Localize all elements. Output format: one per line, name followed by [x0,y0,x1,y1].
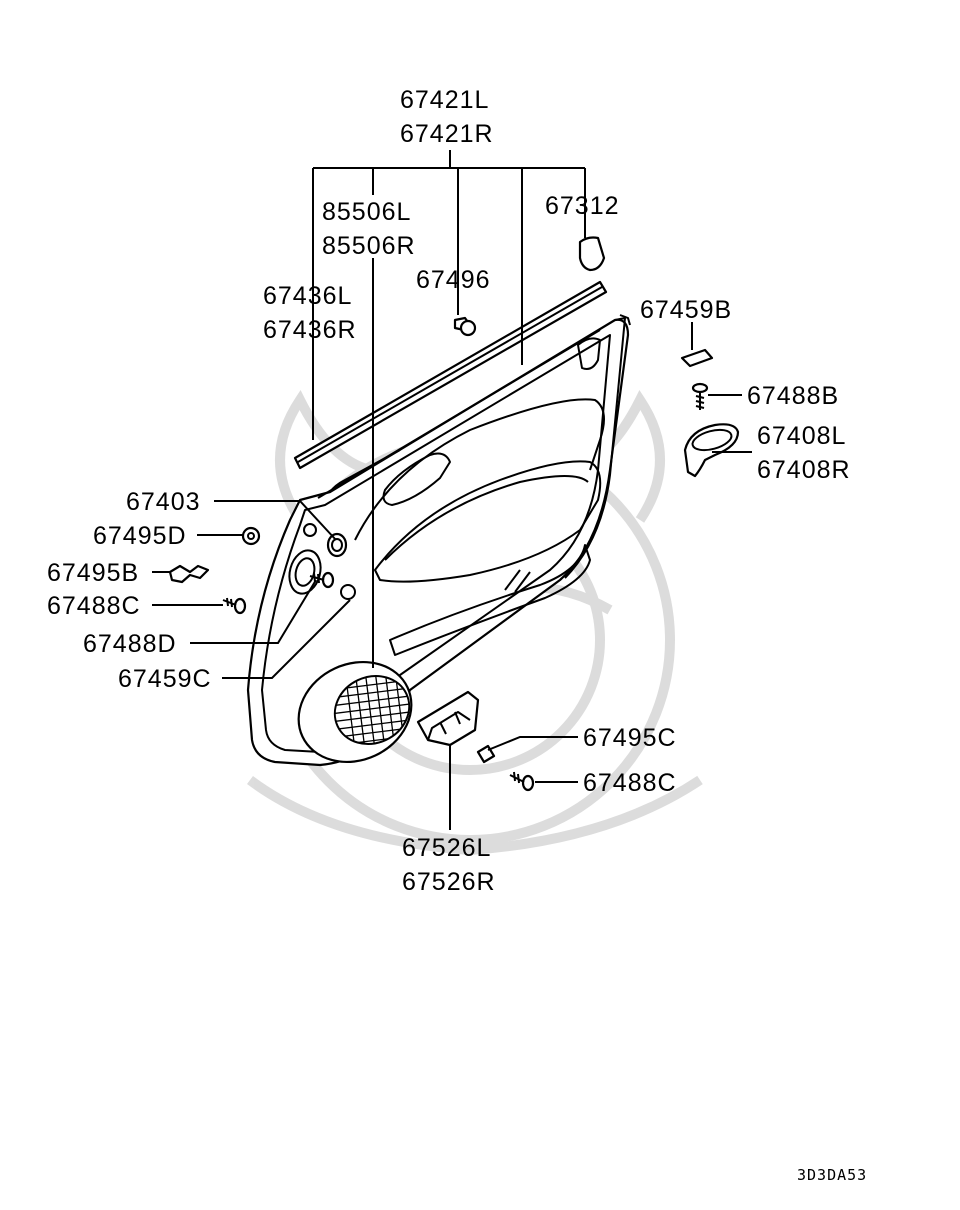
clip-67496-part [453,316,477,337]
label-67526l: 67526L [402,834,491,862]
label-67403: 67403 [126,488,201,516]
part-labels: 67421L 67421R 85506L 85506R 67312 67496 … [47,86,851,896]
label-67408r: 67408R [757,456,851,484]
label-67488c-left: 67488C [47,592,141,620]
label-67488d: 67488D [83,630,177,658]
label-67488c-right: 67488C [583,769,677,797]
bracket-67526-part [416,690,480,747]
clip-67312-part [578,236,606,272]
leader-lines [152,150,752,830]
diagram-code: 3D3DA53 [797,1166,867,1184]
screw-67488c-right-part [509,771,535,792]
label-67436r: 67436R [263,316,357,344]
clip-67495d-part [241,526,261,546]
screw-67488d-part [309,571,335,589]
label-67459b: 67459B [640,296,732,324]
label-67495d: 67495D [93,522,187,550]
label-67408l: 67408L [757,422,846,450]
speaker-grille [297,660,413,764]
screw-67488b-part [691,382,709,410]
label-67459c: 67459C [118,665,212,693]
label-67436l: 67436L [263,282,352,310]
label-67312: 67312 [545,192,620,220]
label-85506l: 85506L [322,198,411,226]
label-67421l: 67421L [400,86,489,114]
clip-67495b-part [168,564,210,584]
label-67495b: 67495B [47,559,139,587]
screw-67488c-left-part [222,597,247,615]
pull-handle-67408-part [683,423,740,478]
grommet-67403-part [326,532,348,558]
label-67495c: 67495C [583,724,677,752]
pad-67459b-part [680,348,714,368]
label-67526r: 67526R [402,868,496,896]
door-trim-panel [246,314,631,767]
label-67488b: 67488B [747,382,839,410]
label-85506r: 85506R [322,232,416,260]
label-67496: 67496 [416,266,491,294]
label-67421r: 67421R [400,120,494,148]
